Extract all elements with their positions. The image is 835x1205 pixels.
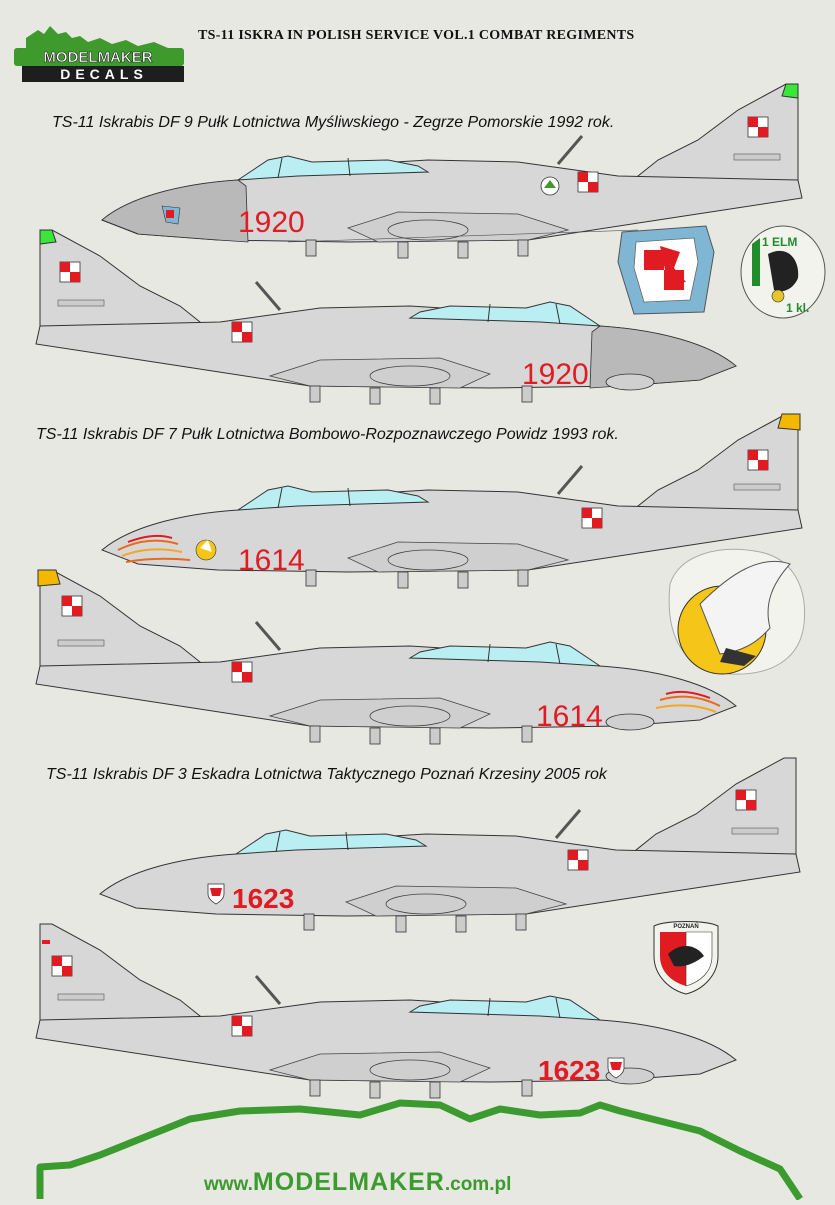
section-3-caption: TS-11 Iskrabis DF 3 Eskadra Lotnictwa Ta…	[46, 766, 607, 783]
plane-1920-left-side: 1920	[98, 80, 808, 270]
tail-roundel	[51, 955, 73, 977]
fuselage-roundel	[567, 849, 589, 871]
plane-1614-left-side: 1614	[98, 410, 808, 600]
plane-1623-right-side: 1623	[30, 920, 740, 1120]
tail-roundel	[59, 261, 81, 283]
poznan-label: POZNAŃ	[673, 922, 698, 930]
footer-domain: .com.pl	[444, 1174, 512, 1195]
section-2-caption: TS-11 Iskrabis DF 7 Pułk Lotnictwa Bombo…	[36, 426, 619, 443]
tail-roundel	[747, 116, 769, 138]
nose-badge-small	[161, 205, 181, 225]
tail-roundel	[61, 595, 83, 617]
fuselage-roundel	[577, 171, 599, 193]
nose-flames	[117, 534, 191, 563]
section-1-caption: TS-11 Iskrabis DF 9 Pułk Lotnictwa Myśli…	[52, 114, 615, 131]
tail-roundel	[747, 449, 769, 471]
plane-1920-right-side: 1920	[30, 226, 740, 426]
serial-number: 1920	[238, 206, 305, 239]
nose-badge-small	[207, 883, 225, 905]
serial-number: 1920	[522, 358, 589, 391]
footer-website[interactable]: www.MODELMAKER.com.pl	[204, 1168, 511, 1197]
logo-bottom-text: DECALS	[60, 66, 148, 82]
footer-www: www.	[204, 1174, 253, 1195]
logo-top-text: MODELMAKER	[43, 49, 152, 66]
elm-top-text: 1 ELM	[762, 235, 797, 249]
poznan-badge: POZNAŃ	[646, 916, 726, 1001]
fuselage-roundel	[581, 507, 603, 529]
footer-brand: MODELMAKER	[252, 1168, 445, 1196]
eagle-badge	[660, 544, 810, 683]
elm-bottom-text: 1 kl.	[786, 301, 809, 315]
modelmaker-decals-logo: MODELMAKER DECALS	[8, 18, 190, 84]
nose-badge-small	[607, 1057, 625, 1079]
serial-number: 1614	[536, 700, 603, 733]
tail-roundel	[735, 789, 757, 811]
fuselage-roundel	[231, 661, 253, 683]
plane-1623-left-side: 1623	[96, 754, 806, 944]
serial-number: 1614	[238, 544, 305, 577]
serial-number: 1623	[232, 883, 294, 914]
fuselage-roundel	[231, 321, 253, 343]
plane-1614-right-side: 1614	[30, 566, 740, 756]
sheet-title: TS-11 ISKRA IN POLISH SERVICE VOL.1 COMB…	[198, 28, 635, 43]
regiment-9-badge	[614, 222, 718, 325]
footer-skyline	[0, 1095, 835, 1201]
serial-number: 1623	[538, 1055, 600, 1086]
fuselage-roundel	[231, 1015, 253, 1037]
1-elm-badge: 1 ELM 1 kl.	[738, 224, 828, 325]
